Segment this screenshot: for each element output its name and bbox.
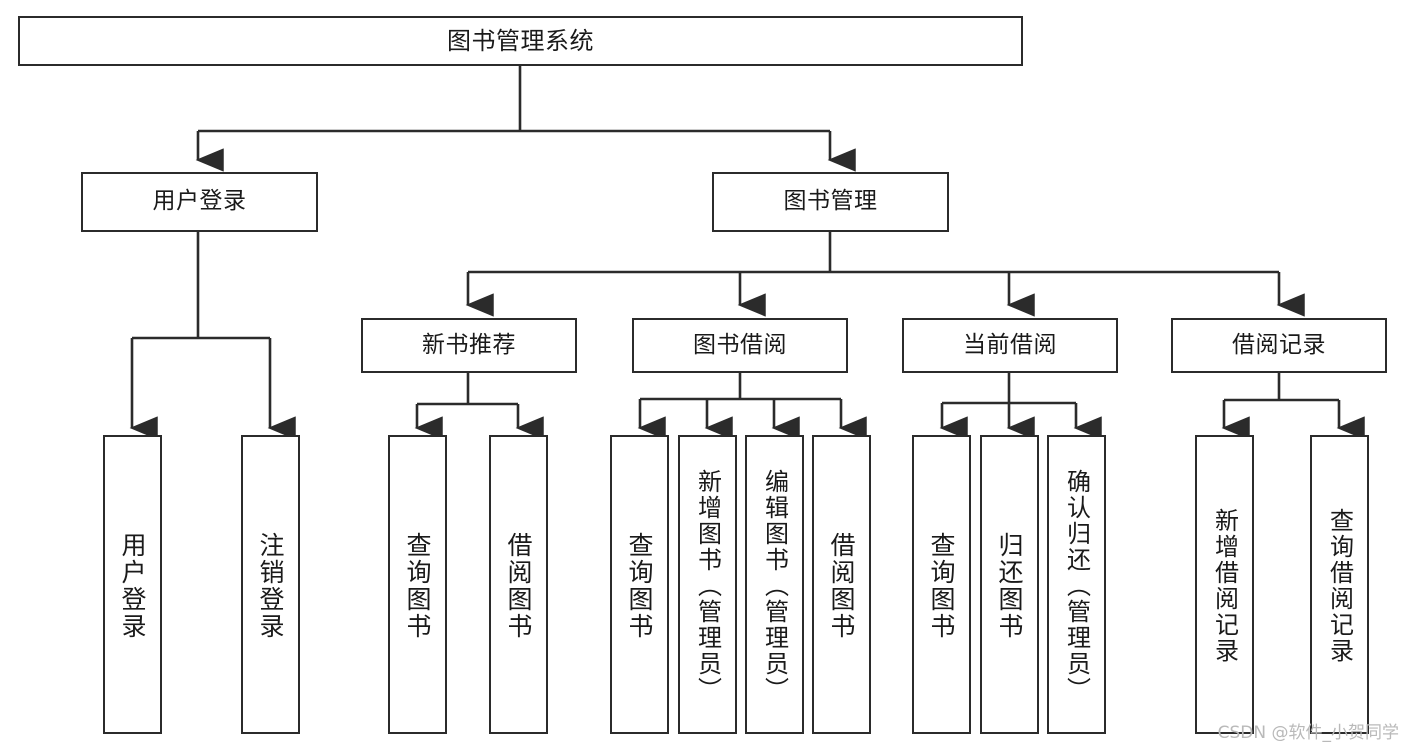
node-leaf-query-borrow-record[interactable]: 查询借阅记录: [1310, 435, 1369, 734]
node-label: 当前借阅: [963, 331, 1057, 358]
node-leaf-query-book-borrow[interactable]: 查询图书: [610, 435, 669, 734]
node-leaf-add-book-admin[interactable]: 新增图书（管理员）: [678, 435, 737, 734]
node-root-book-management-system[interactable]: 图书管理系统: [18, 16, 1023, 66]
node-label: 查询图书: [927, 531, 956, 640]
node-user-login[interactable]: 用户登录: [81, 172, 318, 232]
node-label: 新书推荐: [422, 331, 516, 358]
node-label: 注销登录: [256, 531, 285, 640]
node-label: 编辑图书（管理员）: [760, 468, 789, 703]
node-label: 新增图书（管理员）: [693, 468, 722, 703]
node-label: 查询图书: [625, 531, 654, 640]
csdn-watermark: CSDN @软件_小贺同学: [1217, 723, 1399, 743]
node-new-book-recommendation[interactable]: 新书推荐: [361, 318, 577, 373]
node-label: 查询图书: [403, 531, 432, 640]
node-leaf-return-book[interactable]: 归还图书: [980, 435, 1039, 734]
node-label: 图书管理: [783, 188, 878, 215]
node-leaf-edit-book-admin[interactable]: 编辑图书（管理员）: [745, 435, 804, 734]
node-leaf-borrow-book-recommend[interactable]: 借阅图书: [489, 435, 548, 734]
node-label: 用户登录: [152, 188, 247, 215]
node-leaf-query-book-recommend[interactable]: 查询图书: [388, 435, 447, 734]
node-book-borrowing[interactable]: 图书借阅: [632, 318, 848, 373]
node-borrowing-records[interactable]: 借阅记录: [1171, 318, 1387, 373]
node-leaf-user-login[interactable]: 用户登录: [103, 435, 162, 734]
node-leaf-add-borrow-record[interactable]: 新增借阅记录: [1195, 435, 1254, 734]
node-label: 借阅图书: [504, 531, 533, 640]
node-leaf-logout[interactable]: 注销登录: [241, 435, 300, 734]
node-label: 图书借阅: [693, 331, 787, 358]
node-label: 图书管理系统: [447, 26, 594, 55]
node-label: 确认归还（管理员）: [1062, 468, 1091, 703]
node-label: 借阅记录: [1232, 331, 1326, 358]
node-label: 新增借阅记录: [1210, 507, 1239, 664]
node-current-borrowing[interactable]: 当前借阅: [902, 318, 1118, 373]
node-label: 查询借阅记录: [1325, 507, 1354, 664]
node-leaf-confirm-return-admin[interactable]: 确认归还（管理员）: [1047, 435, 1106, 734]
node-book-management[interactable]: 图书管理: [712, 172, 949, 232]
node-label: 用户登录: [118, 531, 147, 640]
node-leaf-borrow-book[interactable]: 借阅图书: [812, 435, 871, 734]
node-label: 归还图书: [995, 531, 1024, 640]
node-leaf-query-book-current[interactable]: 查询图书: [912, 435, 971, 734]
node-label: 借阅图书: [827, 531, 856, 640]
